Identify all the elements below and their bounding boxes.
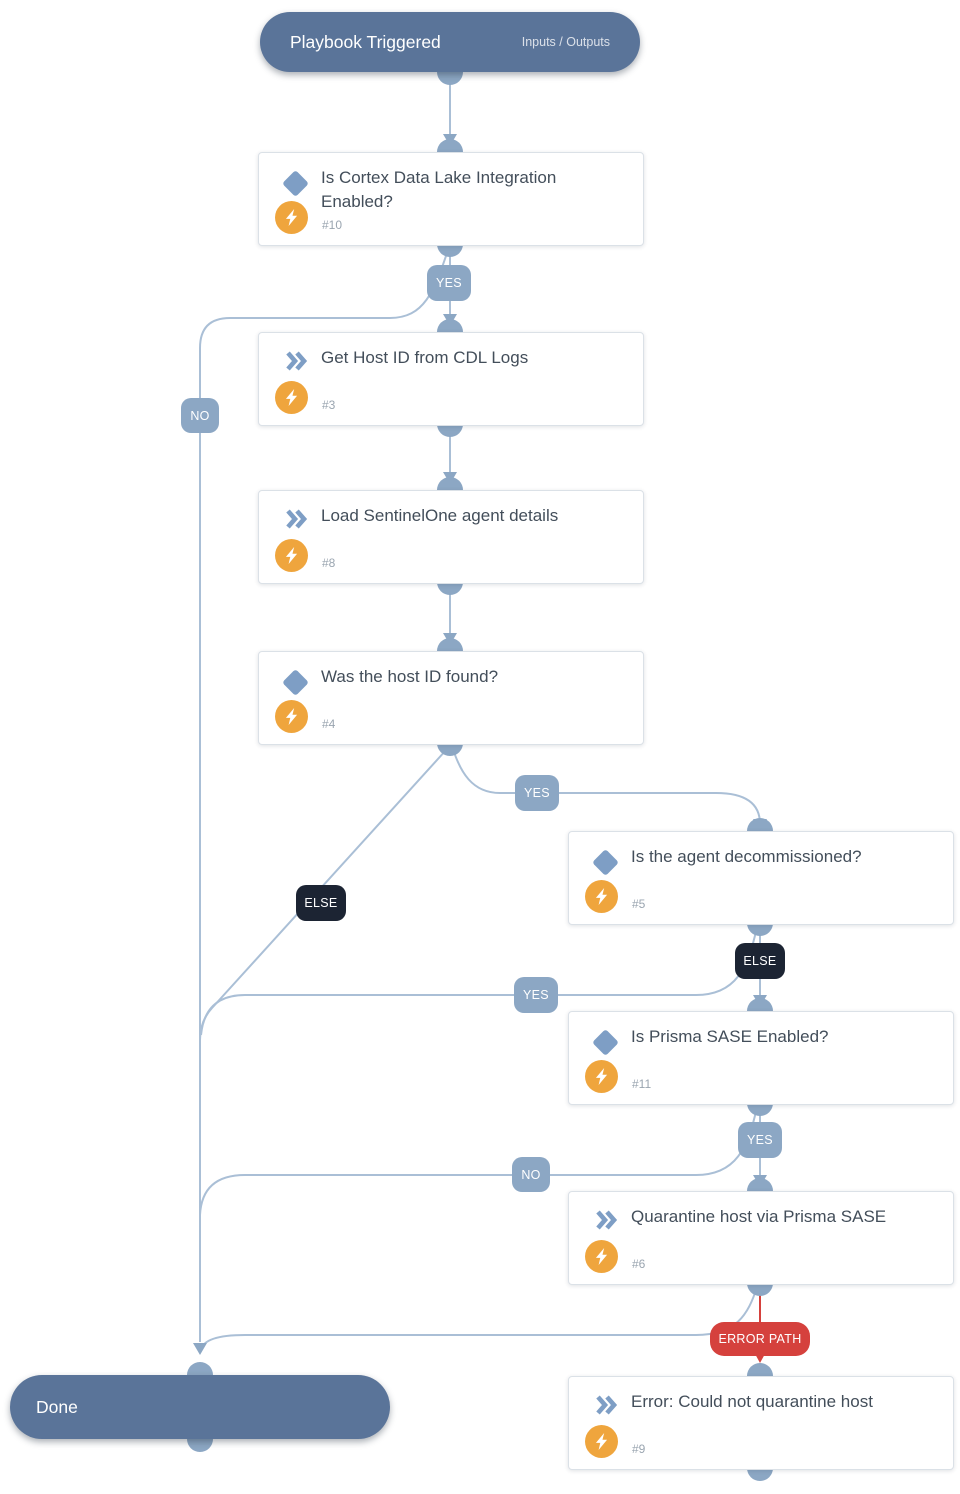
done-node[interactable]: Done xyxy=(10,1375,390,1439)
node-error-could-not-quarantine-host[interactable]: Error: Could not quarantine host #9 xyxy=(568,1376,954,1470)
node-is-the-agent-decommissioned[interactable]: Is the agent decommissioned? #5 xyxy=(568,831,954,925)
playbook-triggered-node[interactable]: Playbook Triggered Inputs / Outputs xyxy=(260,12,640,72)
chevron-icon xyxy=(593,1394,618,1421)
node-title: Quarantine host via Prisma SASE xyxy=(631,1207,887,1226)
chevron-icon xyxy=(593,1209,618,1236)
diamond-icon xyxy=(282,669,309,696)
diamond-icon xyxy=(592,849,619,876)
bolt-icon xyxy=(275,201,308,234)
node-title: Was the host ID found? xyxy=(321,667,499,686)
node-is-cortex-data-lake-integration-enabled[interactable]: Is Cortex Data Lake Integration Enabled?… xyxy=(258,152,644,246)
bolt-icon xyxy=(275,700,308,733)
edge-label-no: NO xyxy=(181,398,219,433)
node-is-prisma-sase-enabled[interactable]: Is Prisma SASE Enabled? #11 xyxy=(568,1011,954,1105)
bolt-icon xyxy=(585,1060,618,1093)
bolt-icon xyxy=(585,880,618,913)
inputs-outputs-link[interactable]: Inputs / Outputs xyxy=(521,35,610,49)
edge-label-error-path: ERROR PATH xyxy=(710,1322,810,1356)
task-number: #4 xyxy=(322,717,336,731)
edge-label-no: NO xyxy=(512,1157,550,1192)
task-number: #8 xyxy=(322,556,336,570)
task-number: #11 xyxy=(632,1077,652,1091)
task-number: #6 xyxy=(632,1257,646,1271)
node-was-the-host-id-found[interactable]: Was the host ID found? #4 xyxy=(258,651,644,745)
chevron-icon xyxy=(283,350,308,377)
chevron-icon xyxy=(283,508,308,535)
bolt-icon xyxy=(585,1240,618,1273)
done-title: Done xyxy=(36,1396,78,1417)
bolt-icon xyxy=(585,1425,618,1458)
node-load-sentinelone-agent-details[interactable]: Load SentinelOne agent details #8 xyxy=(258,490,644,584)
node-title: Error: Could not quarantine host xyxy=(631,1392,873,1411)
task-number: #5 xyxy=(632,897,646,911)
task-number: #9 xyxy=(632,1442,646,1456)
edge-label-yes: YES xyxy=(514,977,558,1013)
diamond-icon xyxy=(282,170,309,197)
edge-label-else: ELSE xyxy=(296,885,346,921)
diamond-icon xyxy=(592,1029,619,1056)
node-title: Load SentinelOne agent details xyxy=(321,506,559,525)
task-number: #3 xyxy=(322,398,336,412)
node-quarantine-host-via-prisma-sase[interactable]: Quarantine host via Prisma SASE #6 xyxy=(568,1191,954,1285)
node-title: Get Host ID from CDL Logs xyxy=(321,348,529,367)
task-number: #10 xyxy=(322,218,343,232)
edge-label-yes: YES xyxy=(738,1122,782,1158)
node-get-host-id-from-cdl-logs[interactable]: Get Host ID from CDL Logs #3 xyxy=(258,332,644,426)
edge-label-else: ELSE xyxy=(735,943,785,979)
node-title: Is Prisma SASE Enabled? xyxy=(631,1027,829,1046)
bolt-icon xyxy=(275,539,308,572)
node-title: Is Cortex Data Lake Integration Enabled? xyxy=(321,168,557,212)
node-title: Is the agent decommissioned? xyxy=(631,847,862,866)
playbook-title: Playbook Triggered xyxy=(290,31,441,52)
bolt-icon xyxy=(275,381,308,414)
edge-label-yes: YES xyxy=(427,265,471,301)
edge-label-yes: YES xyxy=(515,775,559,811)
